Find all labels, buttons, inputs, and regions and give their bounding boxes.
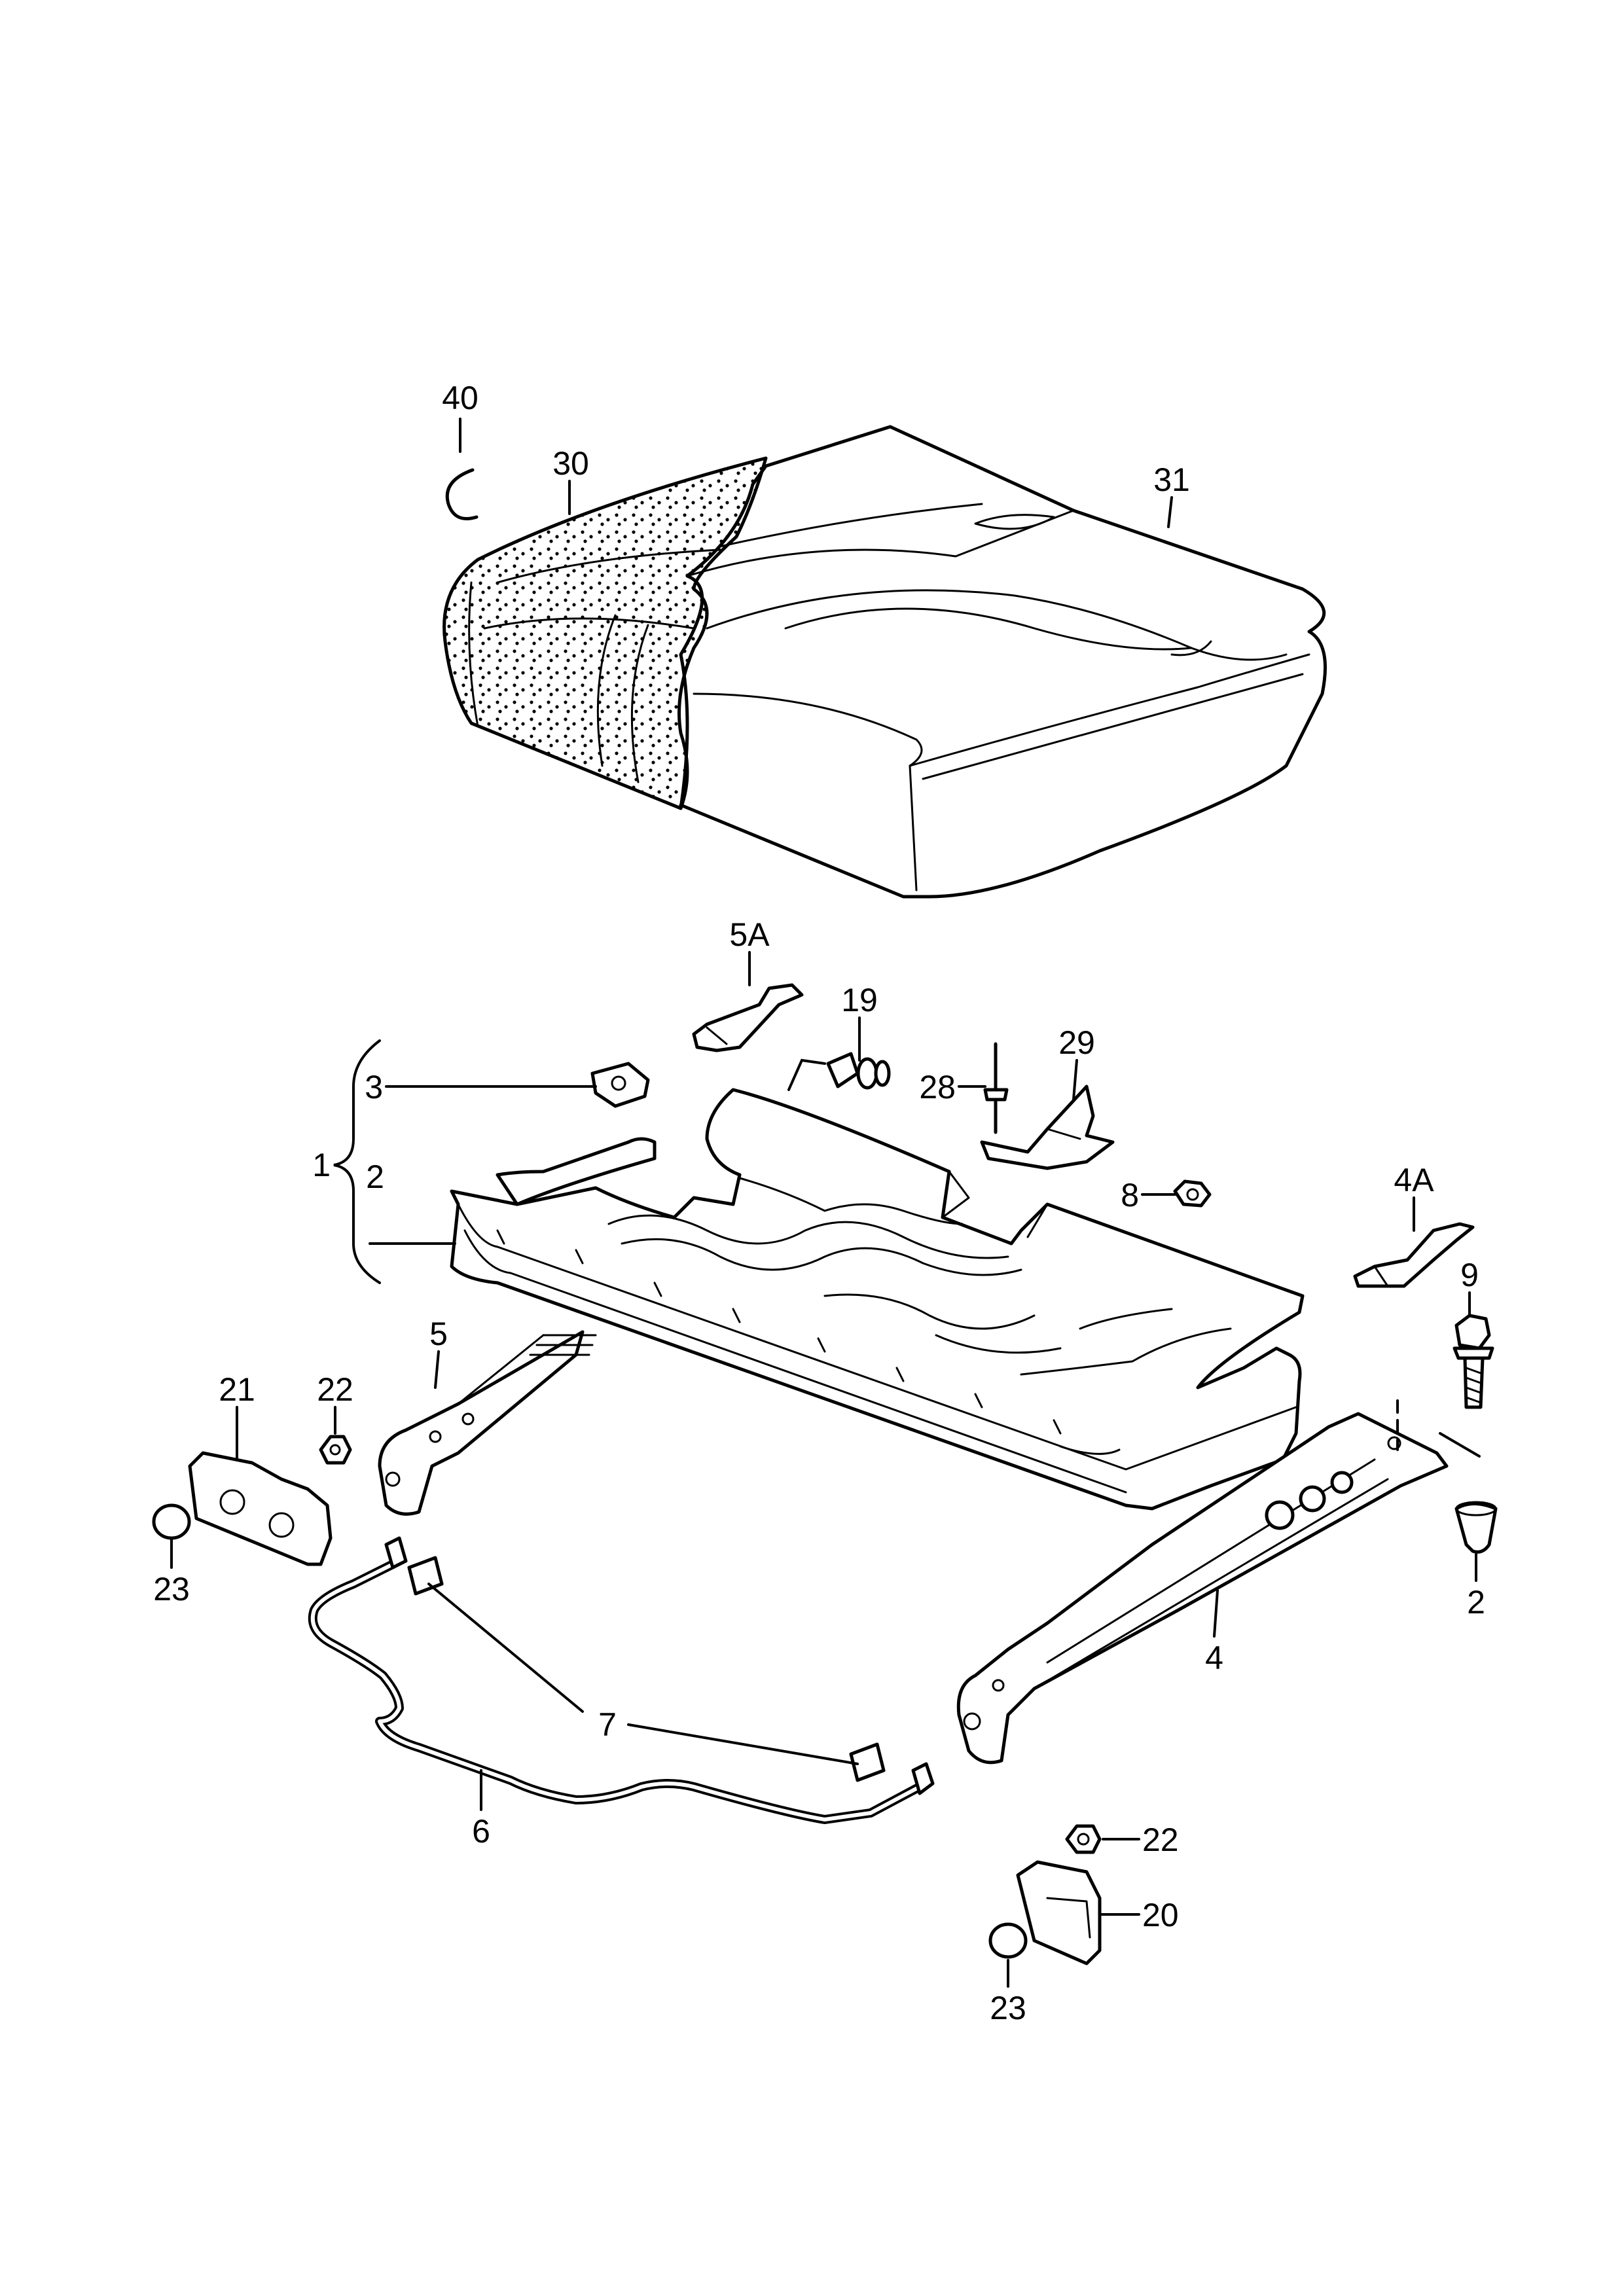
- seat-cover-part-31: [679, 425, 1327, 899]
- nut-part-22-right: [1065, 1824, 1102, 1854]
- pad-part-7-right: [849, 1742, 886, 1782]
- nut-part-8: [1173, 1179, 1212, 1208]
- callout-1: 1: [312, 1147, 331, 1183]
- stay-bar-part-6-inner: [310, 1562, 922, 1821]
- rail-part-5: [378, 1330, 597, 1516]
- callout-22-left: 22: [317, 1371, 353, 1408]
- callout-19: 19: [841, 982, 878, 1018]
- clip-part-19: [826, 1052, 891, 1090]
- callout-4A: 4A: [1394, 1162, 1434, 1198]
- bracket-part-4A: [1353, 1222, 1475, 1288]
- callout-23-right: 23: [990, 1990, 1026, 2026]
- callout-6: 6: [472, 1813, 490, 1850]
- callout-9: 9: [1460, 1257, 1479, 1293]
- callout-3: 3: [365, 1069, 383, 1105]
- callout-5: 5: [429, 1316, 448, 1352]
- callout-7: 7: [598, 1706, 617, 1743]
- callout-2-frame: 2: [366, 1158, 384, 1195]
- callout-22-right: 22: [1142, 1821, 1179, 1858]
- callout-23-left: 23: [153, 1571, 190, 1607]
- seat-foam-part-30: [442, 456, 768, 810]
- rail-part-4: [956, 1412, 1449, 1765]
- callout-5A: 5A: [729, 916, 770, 953]
- callout-20: 20: [1142, 1897, 1179, 1933]
- callout-labels: 40 30 31 5A 19 3 28 29 1 2 8 4A 9 5 21 2…: [153, 380, 1485, 2026]
- cage-nut-part-3: [590, 1062, 650, 1108]
- callout-8: 8: [1121, 1177, 1139, 1213]
- pad-part-7-left: [407, 1556, 444, 1596]
- seat-frame-part-2: [450, 1088, 1305, 1511]
- leader-lines: [170, 418, 1481, 1988]
- callout-30: 30: [552, 445, 589, 482]
- callout-40: 40: [442, 380, 478, 416]
- nut-part-22-left: [319, 1435, 352, 1465]
- plug-part-23-left: [152, 1503, 191, 1540]
- bolt-part-9: [1453, 1314, 1494, 1409]
- callout-4: 4: [1205, 1640, 1223, 1676]
- callout-31: 31: [1153, 461, 1190, 498]
- bracket-part-5A: [692, 983, 804, 1052]
- bolt-part-28: [983, 1042, 1009, 1134]
- callout-28: 28: [919, 1069, 956, 1105]
- seat-cushion-assembly: [442, 425, 1327, 899]
- cover-part-21: [188, 1451, 333, 1566]
- plug-part-23-right: [988, 1922, 1028, 1959]
- clip-part-40: [445, 468, 478, 520]
- callout-29: 29: [1058, 1024, 1095, 1061]
- cover-part-20: [1016, 1860, 1102, 1965]
- stay-bar-part-6: [308, 1560, 924, 1824]
- bump-stop-part-2: [1454, 1502, 1498, 1554]
- callout-21: 21: [219, 1371, 255, 1408]
- callout-2-right: 2: [1467, 1584, 1485, 1621]
